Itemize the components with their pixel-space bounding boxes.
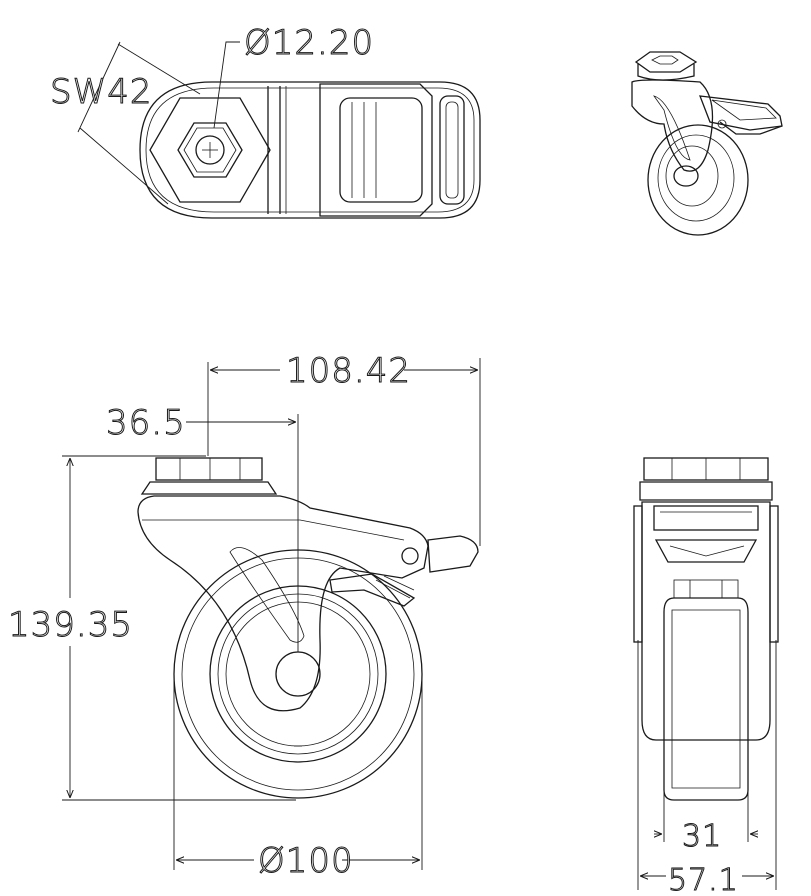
front-view: 31 57.1 [633, 457, 779, 896]
wheel-diameter-label: Ø100 [258, 841, 354, 881]
tread-width-label: 31 [682, 819, 722, 854]
overall-length-label: 108.42 [286, 351, 411, 391]
overall-height-label: 139.35 [8, 605, 133, 645]
top-view: SW42 Ø12.20 [50, 23, 481, 219]
bolt-diameter-label: Ø12.20 [244, 23, 374, 63]
side-view: 108.42 36.5 139.35 Ø100 [8, 351, 481, 882]
isometric-view [631, 51, 783, 236]
sw-dimension-label: SW42 [50, 72, 152, 112]
overall-width-label: 57.1 [668, 863, 739, 896]
offset-label: 36.5 [106, 403, 186, 443]
